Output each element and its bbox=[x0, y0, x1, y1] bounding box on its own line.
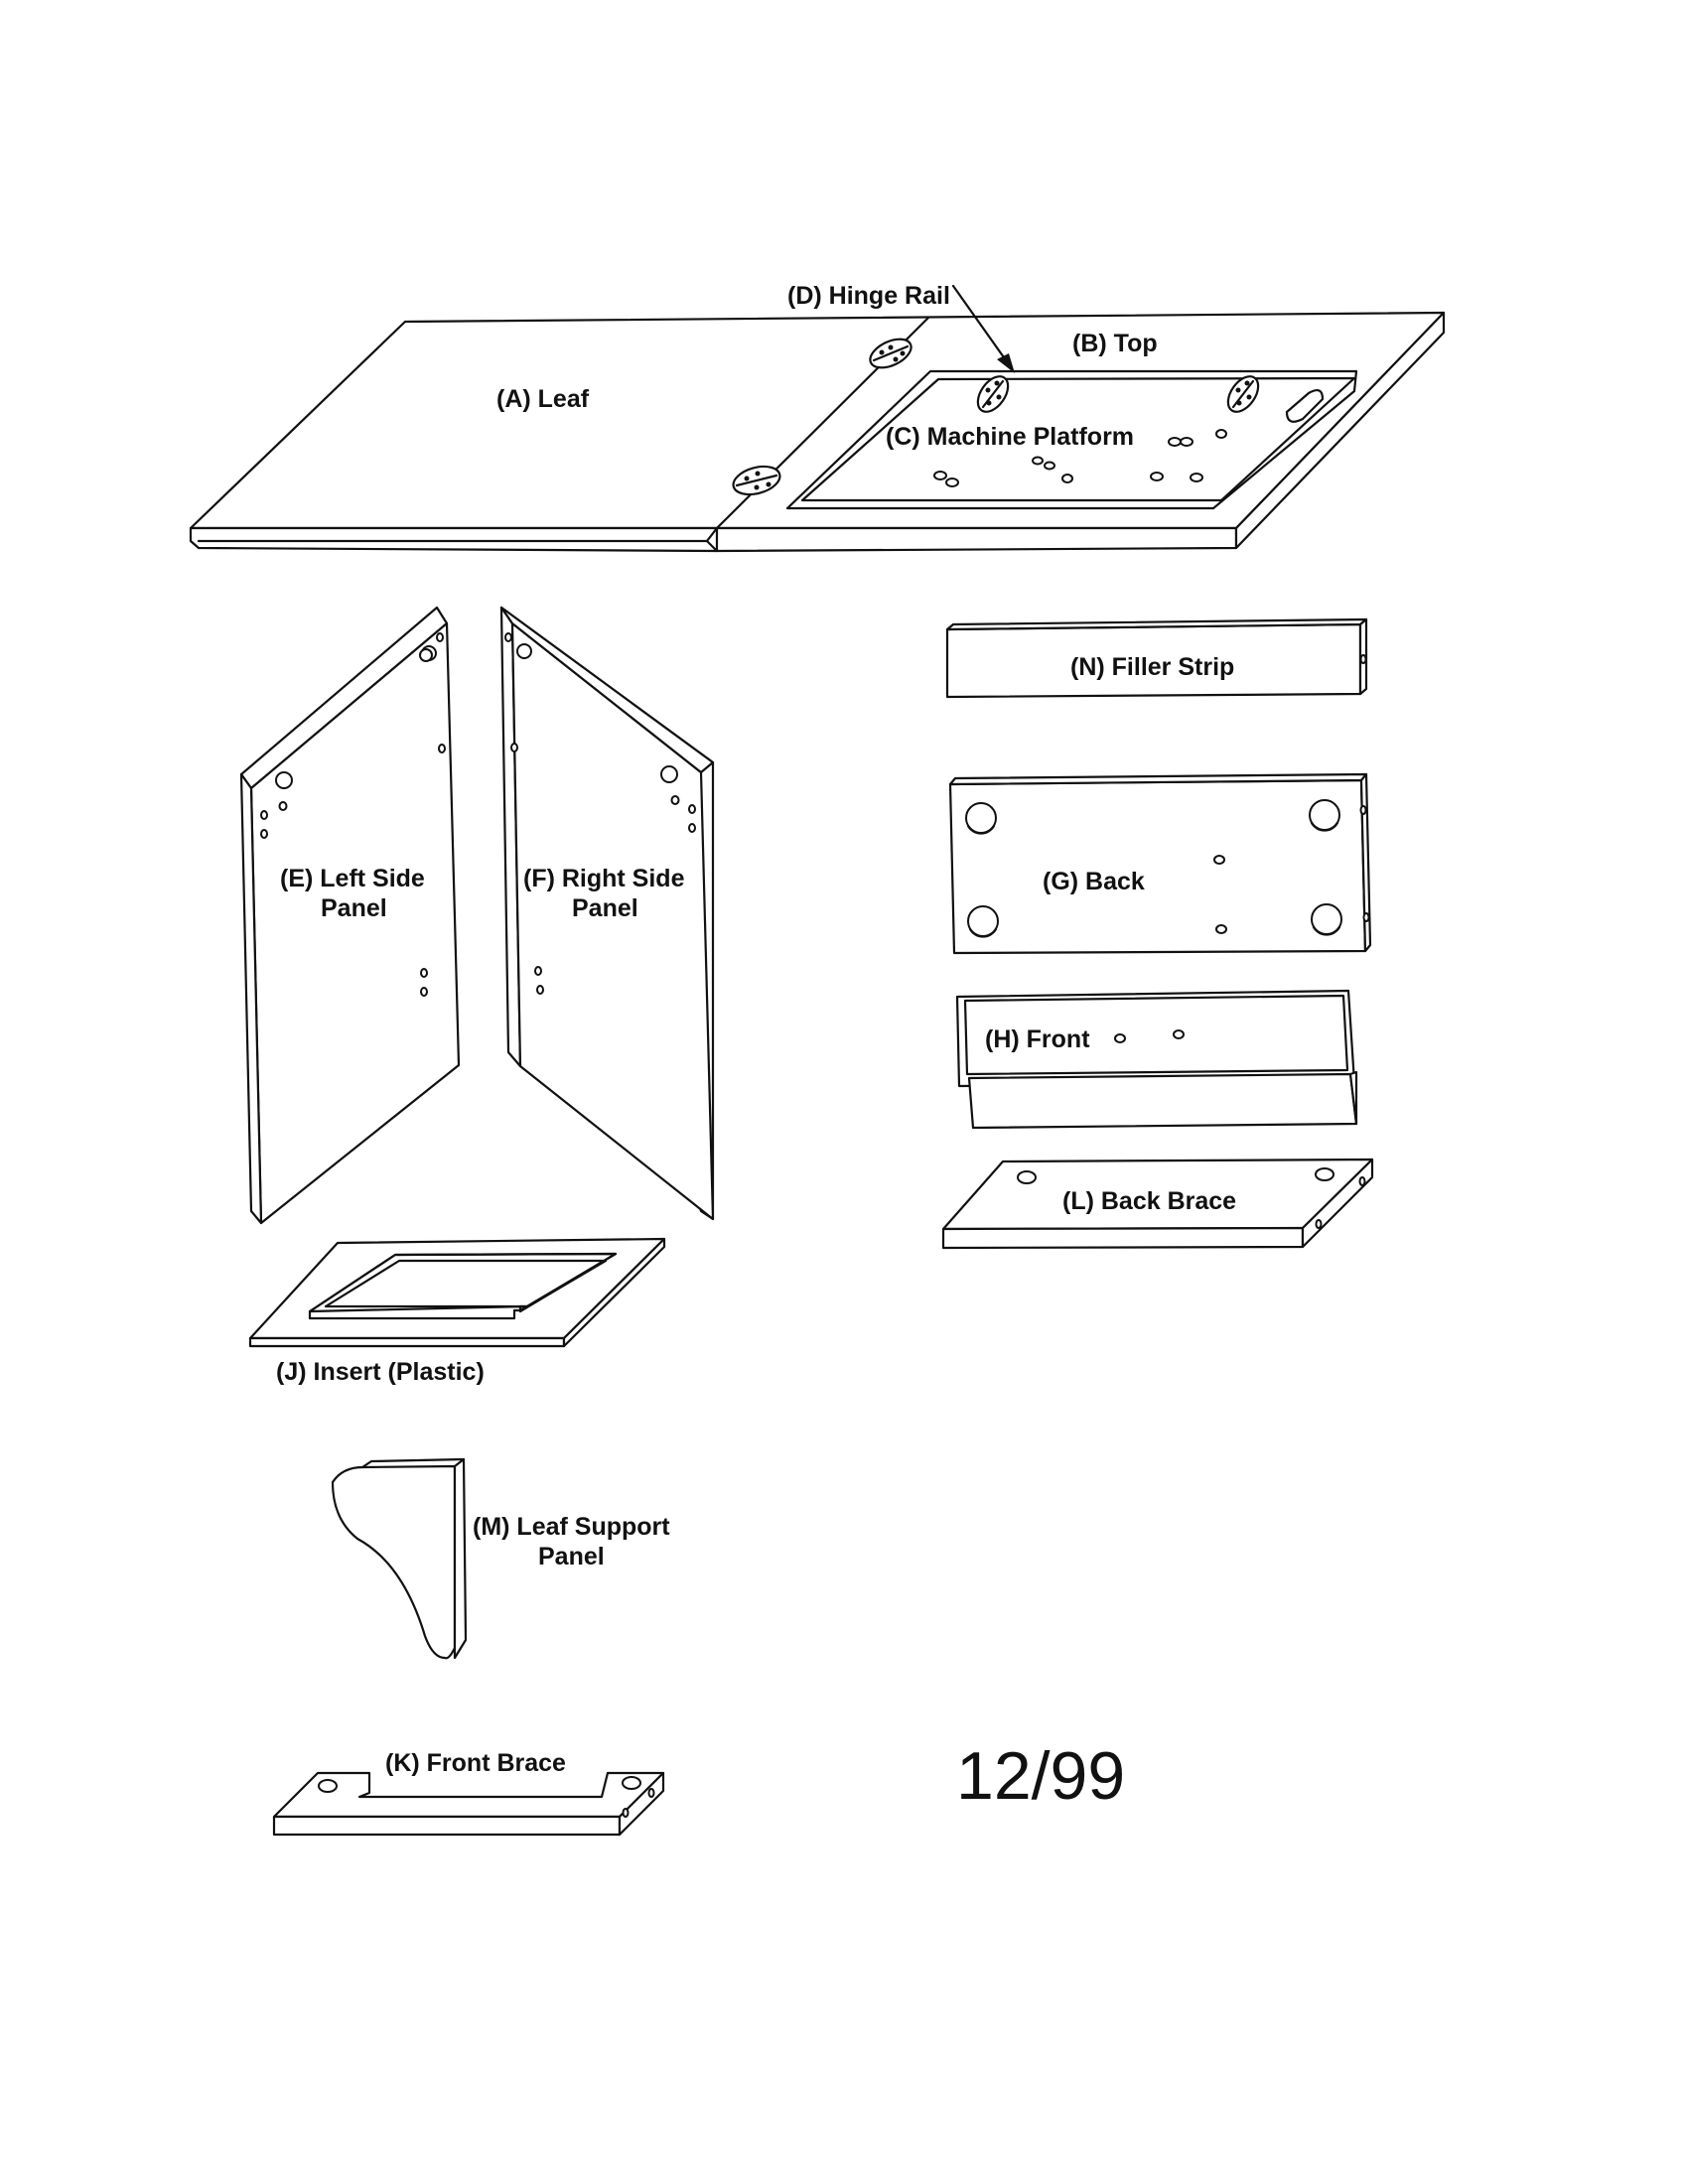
machine-platform-opening bbox=[785, 369, 1358, 510]
filler-strip: (N) Filler Strip bbox=[945, 617, 1368, 699]
label-back-brace: (L) Back Brace bbox=[1062, 1187, 1236, 1215]
top-and-leaf-assembly: (D) Hinge Rail (B) Top (A) Leaf (C) Mach… bbox=[189, 282, 1446, 553]
label-left-side-panel-line2: Panel bbox=[321, 894, 387, 922]
machine-platform-frame bbox=[800, 376, 1356, 502]
label-left-side-panel: (E) Left Side bbox=[280, 865, 425, 892]
insert-plastic: (J) Insert (Plastic) bbox=[248, 1237, 666, 1386]
date-code: 12/99 bbox=[956, 1738, 1125, 1814]
label-right-side-panel: (F) Right Side bbox=[523, 865, 685, 892]
platform-holes bbox=[933, 429, 1227, 487]
panel-holes bbox=[504, 632, 696, 995]
front-panel: (H) Front bbox=[955, 989, 1358, 1130]
label-machine-platform: (C) Machine Platform bbox=[886, 423, 1134, 451]
label-insert: (J) Insert (Plastic) bbox=[276, 1358, 485, 1386]
label-top: (B) Top bbox=[1072, 330, 1158, 357]
right-side-panel: (F) Right Side Panel bbox=[499, 606, 715, 1221]
label-leaf: (A) Leaf bbox=[496, 385, 590, 413]
leaf-top-surface bbox=[189, 311, 1446, 530]
label-front: (H) Front bbox=[985, 1025, 1090, 1053]
back-brace: (L) Back Brace bbox=[941, 1158, 1374, 1250]
hinge-rail-pointer bbox=[951, 284, 1013, 369]
hinge-icon bbox=[976, 375, 1010, 413]
hinge-icon bbox=[869, 338, 912, 369]
label-filler-strip: (N) Filler Strip bbox=[1070, 653, 1234, 681]
label-leaf-support-panel: (M) Leaf Support bbox=[473, 1513, 670, 1541]
hinge-icon bbox=[732, 465, 781, 496]
label-right-side-panel-line2: Panel bbox=[572, 894, 638, 922]
back-holes bbox=[965, 799, 1370, 938]
label-front-brace: (K) Front Brace bbox=[385, 1749, 566, 1777]
label-leaf-support-panel-line2: Panel bbox=[538, 1543, 605, 1570]
arrow-head-icon bbox=[997, 353, 1015, 373]
leaf-support-panel: (M) Leaf Support Panel bbox=[331, 1457, 670, 1660]
platform-slot bbox=[1285, 389, 1325, 423]
panel-holes bbox=[260, 632, 446, 997]
label-back: (G) Back bbox=[1043, 868, 1145, 895]
leaf-front-edge bbox=[189, 526, 719, 553]
top-front-edge bbox=[715, 526, 1238, 553]
label-hinge-rail: (D) Hinge Rail bbox=[787, 282, 950, 310]
top-right-edge bbox=[1234, 311, 1446, 550]
front-brace: (K) Front Brace bbox=[272, 1749, 665, 1837]
left-side-panel: (E) Left Side Panel bbox=[239, 606, 461, 1225]
hinge-icon bbox=[1226, 375, 1260, 413]
back-panel: (G) Back bbox=[948, 772, 1372, 955]
